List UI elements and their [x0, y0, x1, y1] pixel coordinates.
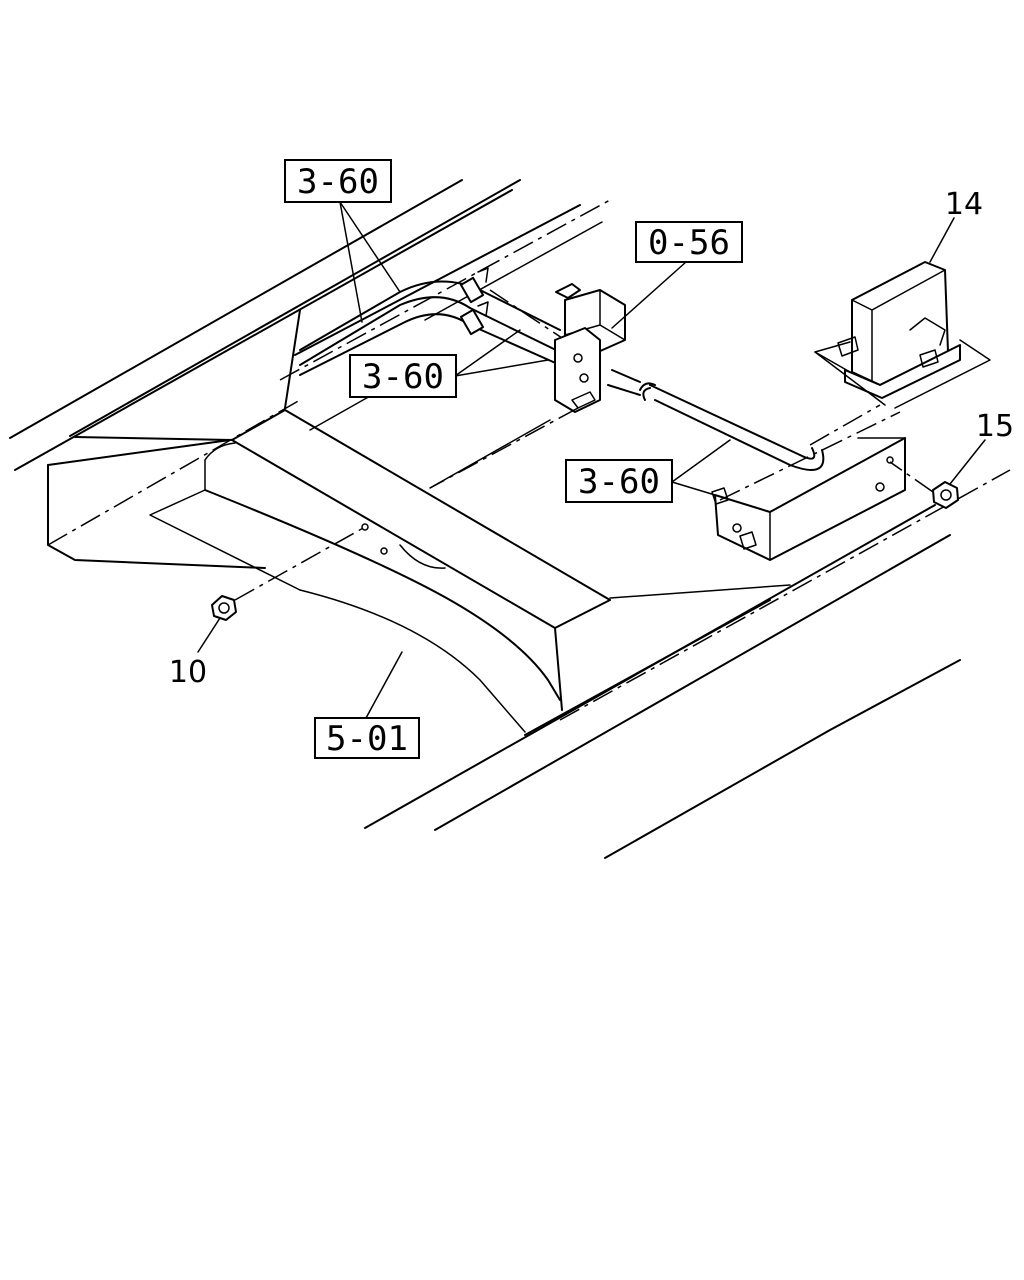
left-frame-bracket	[47, 399, 301, 591]
callout-3-60-mid: 3-60	[349, 354, 457, 398]
part-number-14: 14	[945, 187, 983, 222]
hose-clamps	[459, 267, 489, 336]
mounting-bracket	[711, 411, 906, 561]
callout-3-60-right: 3-60	[565, 459, 673, 503]
upper-frame-rails	[9, 179, 611, 471]
callout-5-01: 5-01	[314, 717, 420, 759]
nut-15	[889, 461, 959, 509]
canister-14	[814, 261, 991, 409]
callout-label: 0-56	[648, 223, 730, 263]
callout-label: 5-01	[326, 719, 408, 759]
callout-3-60-top: 3-60	[284, 159, 392, 203]
part-number-10: 10	[169, 655, 207, 690]
callout-label: 3-60	[578, 462, 660, 502]
leader-lines	[197, 201, 986, 719]
nut-10	[211, 526, 366, 621]
part-number-15: 15	[976, 409, 1014, 444]
callout-0-56: 0-56	[635, 221, 743, 263]
callout-label: 3-60	[362, 357, 444, 397]
valve-0-56	[429, 283, 626, 489]
callout-label: 3-60	[297, 162, 379, 202]
cross-member-5-01	[204, 309, 791, 733]
lower-frame-rails	[364, 469, 1011, 859]
